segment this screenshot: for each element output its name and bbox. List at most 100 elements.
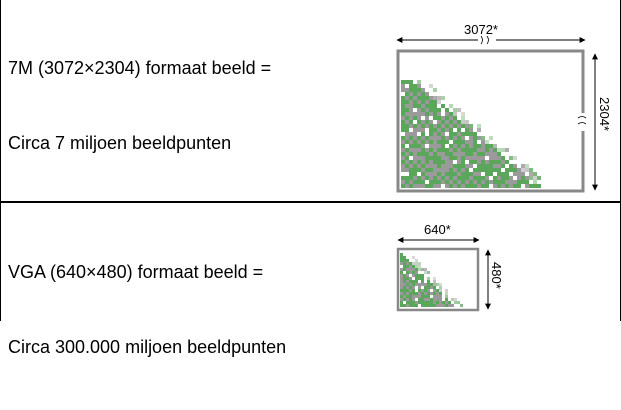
mosaic-cell [429,168,433,172]
mosaic-cell [525,168,529,172]
mosaic-cell [441,164,445,168]
mosaic-cell [449,164,453,168]
mosaic-cell [424,283,427,286]
mosaic-cell [412,304,415,307]
mosaic-cell [457,148,461,152]
mosaic-cell [412,280,415,283]
mosaic-cell [433,295,436,298]
mosaic-cell [469,132,473,136]
mosaic-cell [429,184,433,188]
mosaic-cell [430,298,433,301]
mosaic-cell [501,156,505,160]
mosaic-cell [418,298,421,301]
mosaic-cell [413,88,417,92]
mosaic-cell [485,172,489,176]
mosaic-cell [405,136,409,140]
mosaic-cell [521,172,525,176]
mosaic-cell [469,124,473,128]
mosaic-cell [413,136,417,140]
pixel-mosaic-vga [400,253,463,307]
mosaic-cell [421,292,424,295]
mosaic-cell [454,301,457,304]
mosaic-cell [401,156,405,160]
mosaic-cell [418,277,421,280]
mosaic-cell [454,298,457,301]
mosaic-cell [481,156,485,160]
mosaic-cell [417,128,421,132]
mosaic-cell [451,304,454,307]
mosaic-cell [409,84,413,88]
mosaic-cell [405,112,409,116]
mosaic-cell [469,140,473,144]
mosaic-cell [421,277,424,280]
mosaic-cell [473,132,477,136]
mosaic-cell [421,120,425,124]
mosaic-cell [457,160,461,164]
mosaic-cell [453,148,457,152]
mosaic-cell [412,274,415,277]
mosaic-cell [453,144,457,148]
mosaic-cell [403,277,406,280]
mosaic-cell [529,176,533,180]
mosaic-cell [437,112,441,116]
mosaic-cell [409,304,412,307]
mosaic-cell [477,184,481,188]
mosaic-cell [409,277,412,280]
mosaic-cell [417,180,421,184]
mosaic-cell [449,156,453,160]
mosaic-cell [469,164,473,168]
mosaic-cell [505,176,509,180]
mosaic-cell [430,286,433,289]
mosaic-cell [429,152,433,156]
mosaic-cell [469,128,473,132]
mosaic-cell [403,265,406,268]
mosaic-cell [409,280,412,283]
mosaic-cell [429,132,433,136]
mosaic-cell [441,160,445,164]
mosaic-cell [425,120,429,124]
mosaic-cell [485,168,489,172]
mosaic-cell [421,304,424,307]
mosaic-cell [437,96,441,100]
mosaic-cell [521,168,525,172]
mosaic-cell [421,156,425,160]
mosaic-cell [433,132,437,136]
mosaic-cell [415,277,418,280]
mosaic-cell [445,156,449,160]
mosaic-cell [412,262,415,265]
mosaic-cell [400,271,403,274]
mosaic-cell [439,283,442,286]
mosaic-cell [451,298,454,301]
mosaic-cell [429,96,433,100]
mosaic-cell [409,96,413,100]
mosaic-cell [409,112,413,116]
mosaic-cell [437,120,441,124]
mosaic-cell [441,104,445,108]
mosaic-cell [465,172,469,176]
mosaic-cell [433,112,437,116]
mosaic-cell [415,268,418,271]
mosaic-cell [453,180,457,184]
mosaic-cell [433,148,437,152]
mosaic-cell [421,108,425,112]
mosaic-cell [441,168,445,172]
mosaic-cell [409,268,412,271]
mosaic-cell [406,268,409,271]
mosaic-cell [415,265,418,268]
mosaic-cell [424,298,427,301]
mosaic-cell [413,164,417,168]
mosaic-cell [413,160,417,164]
row-vga-subtitle: Circa 300.000 miljoen beeldpunten [8,337,287,357]
mosaic-cell [409,180,413,184]
pixel-mosaic-7m [401,80,541,188]
mosaic-cell [469,172,473,176]
mosaic-cell [417,168,421,172]
mosaic-cell [405,80,409,84]
mosaic-cell [521,164,525,168]
mosaic-cell [413,128,417,132]
mosaic-cell [429,172,433,176]
mosaic-cell [409,164,413,168]
mosaic-cell [401,180,405,184]
mosaic-cell [473,140,477,144]
mosaic-cell [405,160,409,164]
